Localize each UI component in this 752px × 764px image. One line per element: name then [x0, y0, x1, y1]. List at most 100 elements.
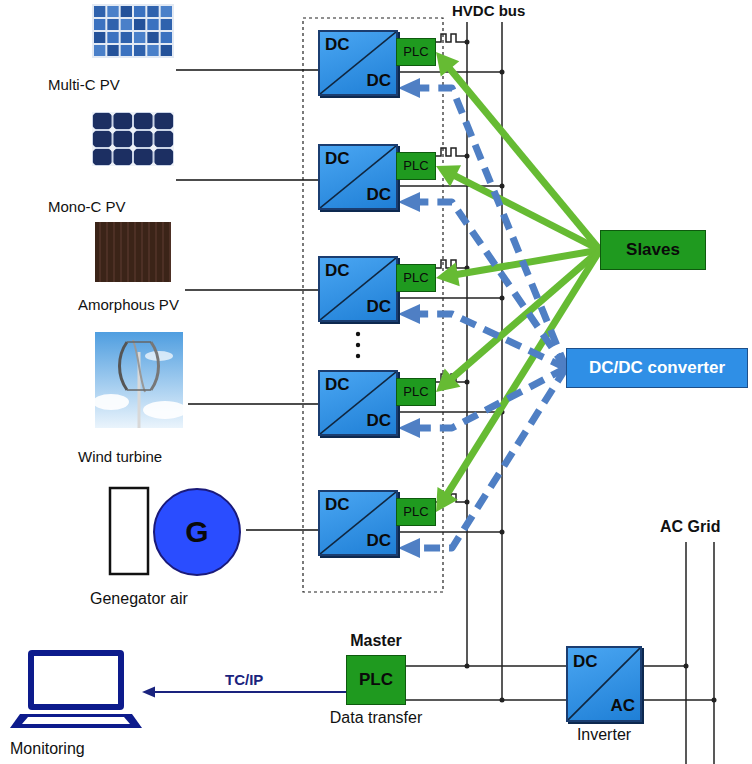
converter-group-outline: [303, 18, 443, 592]
converter-output-label: DC: [366, 185, 391, 205]
master-heading: Master: [317, 632, 435, 650]
drawing-part: [465, 40, 470, 45]
plc-box: PLC: [396, 498, 436, 526]
drawing-part: [94, 19, 105, 30]
drawing-part: [465, 500, 470, 505]
drawing-part: [501, 22, 503, 700]
source-label: Amorphous PV: [78, 296, 179, 313]
drawing-part: [107, 6, 118, 17]
drawing-part: [465, 380, 470, 385]
drawing-part: [685, 542, 687, 764]
drawing-part: [22, 717, 130, 724]
drawing-part: [320, 372, 396, 434]
drawing-part: [162, 222, 164, 282]
drawing-part: [170, 112, 174, 116]
drawing-part: [712, 698, 717, 703]
drawing-part: [134, 113, 153, 129]
drawing-part: [121, 19, 132, 30]
pv-panel: Multi-C PV: [40, 4, 176, 96]
converter-input-label: DC: [325, 261, 350, 281]
drawing-part: [151, 342, 159, 390]
generator-letter: G: [185, 515, 208, 550]
drawing-part: [170, 126, 174, 134]
drawing-part: [95, 222, 171, 282]
master-plc-box: PLC: [346, 655, 406, 705]
drawing-part: [134, 32, 145, 43]
drawing-part: [10, 714, 142, 728]
bus-wires: [398, 22, 714, 764]
source-label: Mono-C PV: [48, 198, 126, 215]
drawing-part: [134, 222, 136, 282]
drawing-part: [155, 113, 174, 129]
drawing-part: [155, 131, 174, 147]
drawing-part: [155, 222, 157, 282]
plc-box: PLC: [396, 38, 436, 66]
power-arrow-line: [419, 88, 566, 368]
drawing-part: [134, 45, 145, 56]
drawing-part: [161, 19, 172, 30]
bus-label: HVDC bus: [452, 2, 525, 19]
drawing-part: [500, 184, 505, 189]
source-wire-line: [188, 403, 318, 405]
drawing-part: [500, 70, 505, 75]
drawing-part: [170, 162, 174, 166]
dc-dc-box: DC DC: [318, 144, 398, 210]
drawing-part: [161, 32, 172, 43]
drawing-part: [110, 488, 148, 574]
drawing-part: [155, 149, 174, 165]
plc-label: PLC: [403, 271, 428, 286]
drawing-part: [106, 222, 108, 282]
drawing-part: [28, 650, 124, 710]
source-wire: [188, 404, 318, 405]
drawing-part: [356, 343, 360, 347]
drawing-part: [134, 6, 145, 17]
drawing-part: [500, 698, 505, 703]
drawing-part: [147, 45, 158, 56]
drawing-part: [500, 530, 505, 535]
laptop-picture: [10, 648, 142, 730]
source-label: Genegator air: [90, 590, 188, 608]
source-wire: [185, 290, 318, 291]
drawing-part: [95, 394, 129, 410]
inverter-output-label: AC: [610, 696, 635, 716]
drawing-part: [94, 45, 105, 56]
drawing-part: [154, 489, 240, 575]
converter-box: DC/DC converter: [566, 348, 748, 388]
source-wire: [176, 180, 318, 181]
converter-output-label: DC: [366, 297, 391, 317]
drawing-part: [147, 6, 158, 17]
converter-input-label: DC: [325, 375, 350, 395]
data-arrow-head: [142, 687, 155, 698]
power-arrow-line: [419, 202, 566, 368]
plc-label: PLC: [403, 159, 428, 174]
drawing-part: [93, 149, 112, 165]
drawing-part: [356, 354, 360, 358]
drawing-part: [127, 222, 129, 282]
drawing-part: [161, 45, 172, 56]
drawing-part: [436, 34, 467, 42]
drawing-part: [320, 32, 396, 94]
plc-box: PLC: [396, 264, 436, 292]
drawing-part: [107, 32, 118, 43]
power-arrow-head: [398, 538, 420, 558]
inverter-input-label: DC: [573, 652, 598, 672]
drawing-part: [93, 113, 112, 129]
source-wire: [246, 530, 318, 531]
drawing-part: [141, 222, 143, 282]
converter-output-label: DC: [366, 531, 391, 551]
dc-dc-box: DCDC: [318, 370, 398, 436]
source-wire: [176, 70, 318, 71]
converter-input-label: DC: [325, 149, 350, 169]
control-arrow-head: [436, 52, 459, 77]
data-arrow-line: [154, 691, 346, 693]
drawing-part: [406, 699, 566, 701]
slaves-box-label: Slaves: [626, 240, 680, 260]
drawing-part: [120, 342, 128, 390]
drawing-part: [114, 131, 133, 147]
drawing-part: [169, 222, 171, 282]
drawing-part: [93, 131, 112, 147]
drawing-part: [92, 112, 174, 166]
plc-label: PLC: [403, 45, 428, 60]
drawing-part: [121, 6, 132, 17]
